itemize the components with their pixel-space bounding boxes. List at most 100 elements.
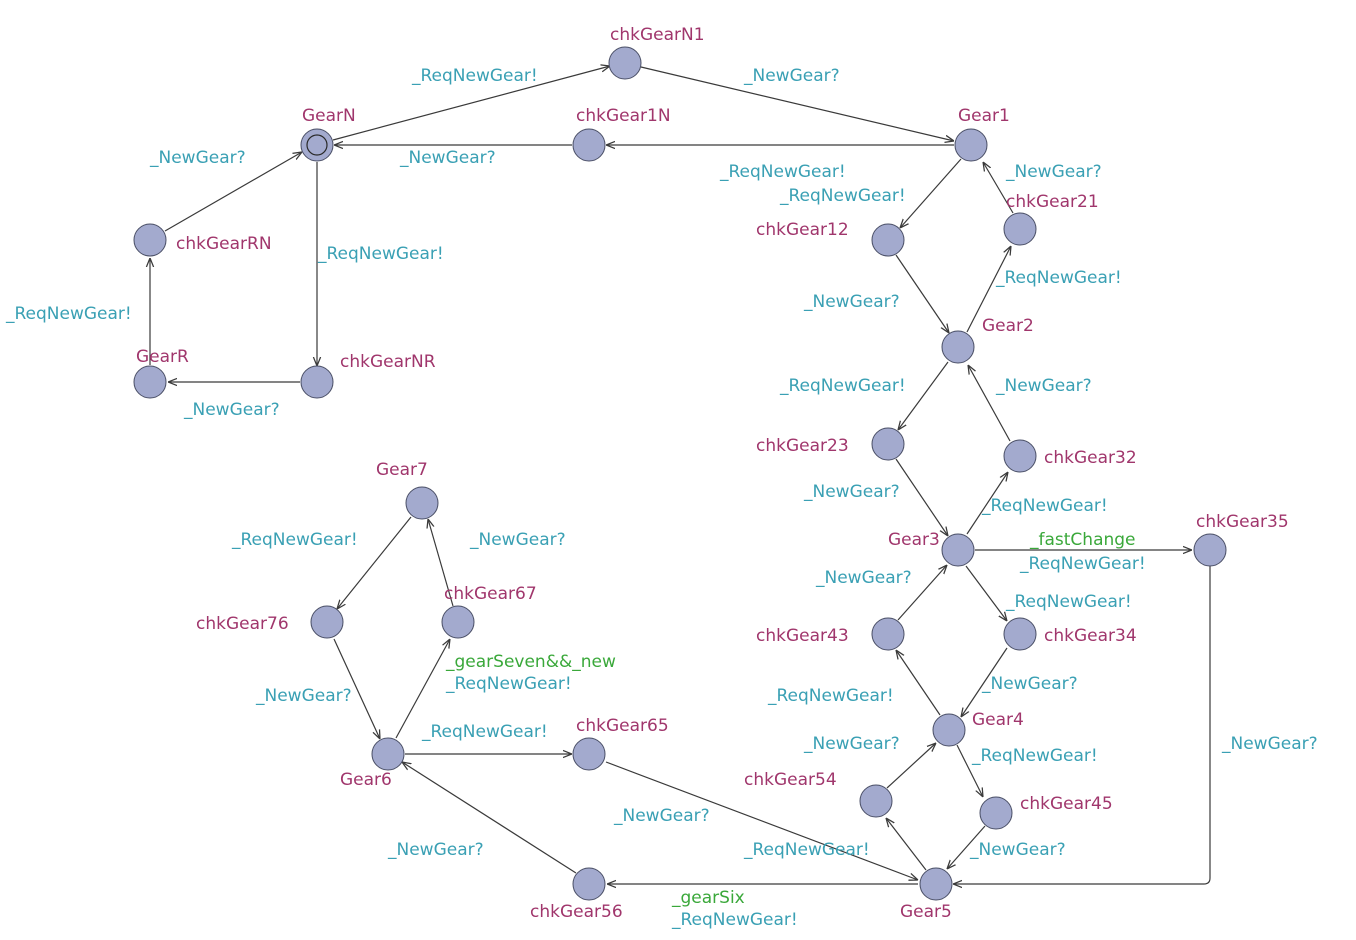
sync-label: _ReqNewGear! <box>1005 592 1132 612</box>
edge-gearn-chkgearn1[interactable] <box>332 66 610 141</box>
location-chkgear45[interactable] <box>979 796 1013 830</box>
location-chkgear21[interactable] <box>1003 212 1037 246</box>
edge-gear2-chkgear21[interactable] <box>966 246 1011 333</box>
sync-label: _ReqNewGear! <box>995 268 1122 288</box>
location-chkgear32[interactable] <box>1003 439 1037 473</box>
label-chkgear76: chkGear76 <box>196 614 289 634</box>
edge-chkgear67-gear7[interactable] <box>428 519 454 607</box>
label-chkgear54: chkGear54 <box>744 770 837 790</box>
label-chkgear65: chkGear65 <box>576 716 669 736</box>
sync-label: _NewGear? <box>995 376 1092 396</box>
edge-chkgear54-gear4[interactable] <box>886 743 936 789</box>
sync-label: _ReqNewGear! <box>671 910 798 930</box>
edge-gear4-chkgear43[interactable] <box>896 650 941 716</box>
location-gear7[interactable] <box>405 486 439 520</box>
edge-gear5-chkgear54[interactable] <box>886 818 927 871</box>
label-chkgear45: chkGear45 <box>1020 794 1113 814</box>
label-chkgear43: chkGear43 <box>756 626 849 646</box>
location-chkgear67[interactable] <box>441 605 475 639</box>
sync-label: _ReqNewGear! <box>743 840 870 860</box>
sync-label: _NewGear? <box>183 400 280 420</box>
sync-label: _ReqNewGear! <box>981 496 1108 516</box>
location-gear2[interactable] <box>941 330 975 364</box>
location-gear1[interactable] <box>954 128 988 162</box>
sync-label: _ReqNewGear! <box>1019 554 1146 574</box>
location-names: GearN chkGearN1 chkGear1N Gear1 chkGearR… <box>136 25 1289 922</box>
location-gear5[interactable] <box>919 867 953 901</box>
edge-gear1-chkgear12[interactable] <box>900 158 962 228</box>
sync-label: _NewGear? <box>815 568 912 588</box>
sync-label: _NewGear? <box>387 840 484 860</box>
edge-gear3-chkgear34[interactable] <box>965 565 1007 621</box>
label-chkgear21: chkGear21 <box>1006 192 1099 212</box>
label-gear2: Gear2 <box>982 316 1034 336</box>
guard-label: _gearSeven&&_new <box>445 652 616 672</box>
location-chkgear35[interactable] <box>1193 533 1227 567</box>
edge-chkgear43-gear3[interactable] <box>897 565 947 621</box>
label-gear5: Gear5 <box>900 902 952 922</box>
location-chkgear54[interactable] <box>859 784 893 818</box>
location-chkgear43[interactable] <box>871 617 905 651</box>
location-gear6[interactable] <box>371 737 405 771</box>
edge-chkgear23-gear3[interactable] <box>895 458 948 536</box>
sync-label: _NewGear? <box>803 482 900 502</box>
location-chkgear76[interactable] <box>310 605 344 639</box>
edge-gear3-chkgear32[interactable] <box>966 472 1008 535</box>
edge-chkgear32-gear2[interactable] <box>968 365 1011 442</box>
location-chkgearn1[interactable] <box>608 46 642 80</box>
location-chkgear23[interactable] <box>871 427 905 461</box>
label-chkgearnr: chkGearNR <box>340 352 436 372</box>
edge-chkgear35-gear5[interactable] <box>953 566 1211 884</box>
location-chkgear34[interactable] <box>1003 617 1037 651</box>
sync-label: _ReqNewGear! <box>767 686 894 706</box>
sync-label: _ReqNewGear! <box>779 376 906 396</box>
location-chkgear56[interactable] <box>572 867 606 901</box>
location-gearr[interactable] <box>133 365 167 399</box>
sync-label: _ReqNewGear! <box>5 304 132 324</box>
edge-chkgear21-gear1[interactable] <box>983 162 1014 214</box>
location-gear4[interactable] <box>932 713 966 747</box>
label-chkgear1n: chkGear1N <box>576 106 671 126</box>
edge-gear7-chkgear76[interactable] <box>337 516 412 609</box>
sync-label: _NewGear? <box>981 674 1078 694</box>
edge-chkgear34-gear4[interactable] <box>961 647 1008 717</box>
label-chkgear56: chkGear56 <box>530 902 623 922</box>
edge-chkgear76-gear6[interactable] <box>333 638 380 739</box>
sync-label: _NewGear? <box>803 292 900 312</box>
label-gear3: Gear3 <box>888 530 940 550</box>
edges <box>150 66 1211 884</box>
edge-chkgear12-gear2[interactable] <box>895 254 949 333</box>
edge-chkgear65-gear5[interactable] <box>605 761 918 880</box>
location-chkgear1n[interactable] <box>572 128 606 162</box>
sync-label: _NewGear? <box>149 148 246 168</box>
edge-chkgear56-gear6[interactable] <box>402 762 577 874</box>
initial-location-marker <box>306 134 328 156</box>
sync-label: _NewGear? <box>1005 162 1102 182</box>
sync-label: _ReqNewGear! <box>421 722 548 742</box>
label-chkgear34: chkGear34 <box>1044 626 1137 646</box>
sync-label: _NewGear? <box>803 734 900 754</box>
location-gear3[interactable] <box>941 533 975 567</box>
edge-chkgearn1-gear1[interactable] <box>640 66 954 141</box>
label-chkgear12: chkGear12 <box>756 220 849 240</box>
label-chkgear32: chkGear32 <box>1044 448 1137 468</box>
sync-label: _NewGear? <box>613 806 710 826</box>
location-chkgear65[interactable] <box>572 737 606 771</box>
guard-label: _fastChange <box>1029 530 1136 550</box>
edge-chkgear45-gear5[interactable] <box>947 825 986 869</box>
label-chkgear35: chkGear35 <box>1196 512 1289 532</box>
edge-gear4-chkgear45[interactable] <box>956 744 983 797</box>
location-chkgear12[interactable] <box>871 223 905 257</box>
location-chkgearrn[interactable] <box>133 223 167 257</box>
edge-gear2-chkgear23[interactable] <box>898 361 949 430</box>
sync-label: _ReqNewGear! <box>971 746 1098 766</box>
edge-labels: _ReqNewGear! _NewGear? _NewGear? _NewGea… <box>5 66 1318 930</box>
location-gearn[interactable] <box>300 128 334 162</box>
edge-chkgearrn-gearn[interactable] <box>164 152 302 232</box>
edge-gear6-chkgear67[interactable] <box>395 639 450 739</box>
sync-label: _NewGear? <box>1221 734 1318 754</box>
location-chkgearnr[interactable] <box>300 365 334 399</box>
sync-label: _ReqNewGear! <box>719 162 846 182</box>
label-gear7: Gear7 <box>376 460 428 480</box>
